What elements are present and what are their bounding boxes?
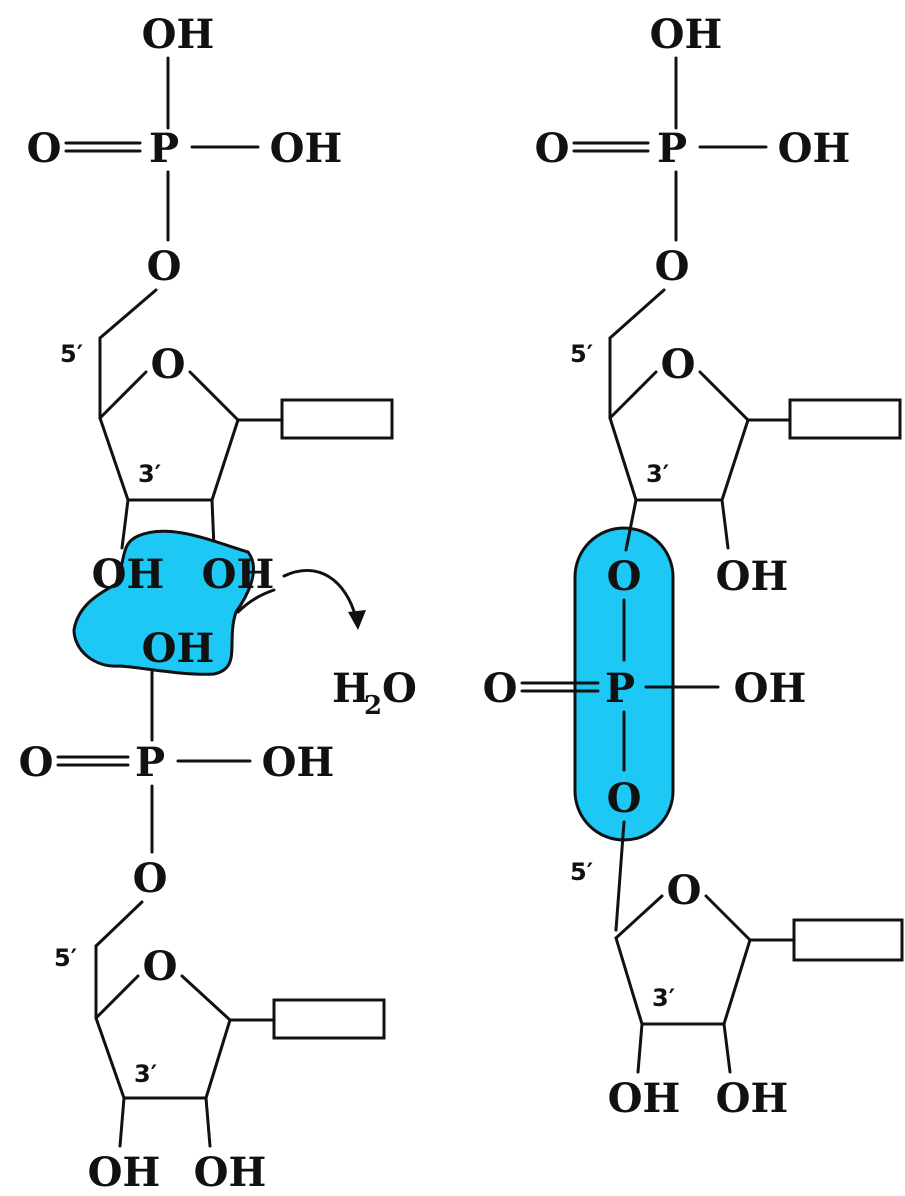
water-removal-highlight bbox=[72, 529, 255, 676]
right-bottom-five-prime: 5′ bbox=[570, 858, 593, 886]
right-top-three-prime: 3′ bbox=[646, 460, 669, 488]
right-bottom-3prime-oh: OH bbox=[608, 1075, 681, 1122]
water-molecule-label: H 2 O bbox=[332, 665, 417, 721]
left-hydroxyls: OH OH OH bbox=[92, 551, 275, 672]
left-top-three-prime: 3′ bbox=[138, 460, 161, 488]
water-subscript: 2 bbox=[364, 691, 382, 721]
phosphodiester-o-lower: O bbox=[607, 775, 642, 822]
left-top-phosphate-o-link: O bbox=[147, 243, 182, 290]
left-top-phosphate-oh-top: OH bbox=[142, 11, 215, 58]
right-top-phosphate-o-double: O bbox=[535, 125, 570, 172]
left-bottom-three-prime: 3′ bbox=[134, 1060, 157, 1088]
left-bottom-phosphate-o-link: O bbox=[133, 855, 168, 902]
water-o: O bbox=[382, 665, 417, 712]
water-h: H bbox=[332, 665, 370, 712]
right-bottom-nucleotide: 5′ O 3′ OH OH bbox=[570, 858, 904, 1122]
water-release-arrow bbox=[282, 569, 358, 620]
left-bottom-base-box bbox=[272, 998, 386, 1040]
right-top-2prime-oh: OH bbox=[716, 553, 789, 600]
left-bottom-2prime-oh: OH bbox=[194, 1149, 267, 1196]
left-bottom-3prime-oh: OH bbox=[88, 1149, 161, 1196]
left-bottom-phosphorus: P bbox=[135, 739, 165, 786]
left-bottom-ring-oxygen: O bbox=[143, 943, 178, 990]
left-top-phosphorus: P bbox=[149, 125, 179, 172]
left-bottom-nucleotide: O P OH O 5′ O 3′ OH OH bbox=[19, 670, 386, 1196]
right-top-phosphate-o-link: O bbox=[655, 243, 690, 290]
left-bottom-five-prime: 5′ bbox=[54, 944, 77, 972]
right-top-phosphate-oh-right: OH bbox=[778, 125, 851, 172]
right-phosphate-o-double: O bbox=[483, 665, 518, 712]
right-phosphate-oh: OH bbox=[734, 665, 807, 712]
right-top-phosphate-oh-top: OH bbox=[650, 11, 723, 58]
right-top-five-prime: 5′ bbox=[570, 340, 593, 368]
left-top-phosphate-o-double: O bbox=[27, 125, 62, 172]
left-top-ring-oxygen: O bbox=[151, 341, 186, 388]
phosphodiester-bond: O O P OH O bbox=[483, 498, 807, 932]
right-phosphorus: P bbox=[605, 665, 635, 712]
phosphodiester-o-upper: O bbox=[607, 553, 642, 600]
left-top-3prime-oh: OH bbox=[92, 551, 165, 598]
right-bottom-three-prime: 3′ bbox=[652, 984, 675, 1012]
left-top-2prime-oh: OH bbox=[202, 551, 275, 598]
right-bottom-base-box bbox=[792, 918, 904, 962]
left-top-base-box bbox=[280, 398, 394, 440]
right-bottom-2prime-oh: OH bbox=[716, 1075, 789, 1122]
right-bottom-ring-oxygen: O bbox=[667, 867, 702, 914]
left-top-nucleotide: OH O P OH O 5′ O 3′ bbox=[27, 11, 394, 550]
right-top-ring-oxygen: O bbox=[661, 341, 696, 388]
left-bottom-phosphate-o-double: O bbox=[19, 739, 54, 786]
left-top-five-prime: 5′ bbox=[60, 340, 83, 368]
arrow-head-icon bbox=[348, 610, 366, 630]
right-top-base-box bbox=[788, 398, 902, 440]
right-top-nucleotide: OH O P OH O 5′ O 3′ OH bbox=[535, 11, 902, 600]
left-bottom-phosphate-oh: OH bbox=[142, 625, 215, 672]
left-top-phosphate-oh-right: OH bbox=[270, 125, 343, 172]
left-bottom-phosphate-oh-right: OH bbox=[262, 739, 335, 786]
right-top-phosphorus: P bbox=[657, 125, 687, 172]
